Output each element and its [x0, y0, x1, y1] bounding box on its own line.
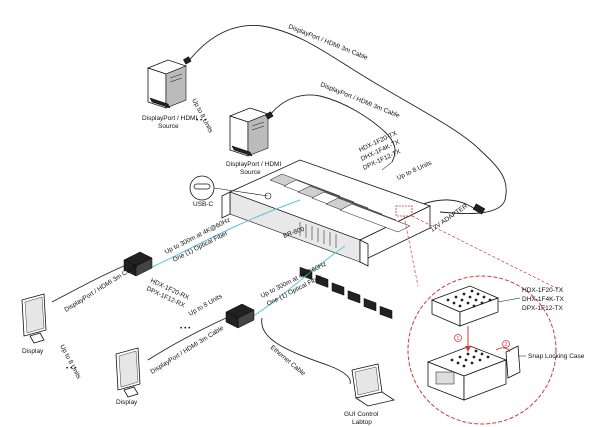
- fiber-cable-upper: [149, 199, 301, 269]
- dots-displays: • • •: [66, 365, 77, 372]
- adapter-cable: [419, 199, 481, 213]
- display-cable-upper: [51, 265, 125, 303]
- display-cable-label-upper: DisplayPort / HDMI 3m Cable: [63, 263, 139, 314]
- source-mid-label-line1: DisplayPort / HDMI: [226, 161, 281, 168]
- chassis-slots: [269, 173, 411, 233]
- adapter-label: 12V ADAPTER: [429, 203, 469, 234]
- laptop: [351, 363, 395, 407]
- display-cable-lower: [147, 317, 227, 361]
- source-pc-mid: [228, 107, 270, 157]
- lock-arrow: [495, 347, 511, 353]
- step-2-number: 2: [505, 342, 508, 348]
- detail-model-2: DHX-1F4K-TX: [522, 296, 565, 303]
- gui-label-line1: GUI Control: [344, 411, 379, 418]
- usbc-label: USB-C: [193, 201, 214, 208]
- display-cable-label-lower: DisplayPort / HDMI 3m Cable: [149, 325, 225, 376]
- display-upper-label: Display: [22, 348, 44, 355]
- dp-cable-source-top: [187, 24, 507, 215]
- fiber-cable-lower: [249, 245, 346, 319]
- source-mid-label-line2: Source: [240, 169, 261, 176]
- display-upper: [21, 293, 47, 344]
- source-top-label-line1: DisplayPort / HDMI: [142, 115, 197, 122]
- step-1-number: 1: [457, 336, 460, 342]
- insert-arrow-head: [465, 346, 471, 352]
- detail-model-1: HDX-1F20-TX: [522, 287, 564, 294]
- gui-label-line2: Labtop: [352, 419, 372, 426]
- display-lower-label: Display: [116, 399, 138, 406]
- dp-cable-label-top: DisplayPort / HDMI 3m Cable: [287, 23, 369, 61]
- snap-locking-label: Snap Locking Case: [528, 353, 585, 360]
- detail-leader-1: [403, 215, 419, 287]
- usbc-callout: [189, 175, 272, 201]
- rx-unit-upper: [123, 251, 153, 277]
- units-label-displays: Up to 8 Units: [58, 344, 82, 381]
- units-label-tx: Up to 8 Units: [396, 159, 434, 182]
- step-1-badge: [454, 334, 462, 342]
- source-pc-top: [146, 59, 188, 109]
- dp-cable-source-mid: [267, 94, 396, 163]
- source-top-label-line2: Source: [158, 123, 179, 130]
- dp-cable-label-mid: DisplayPort / HDMI 3m Cable: [319, 81, 401, 119]
- dots-rx: • • •: [180, 325, 191, 332]
- tx-modules-rear: [299, 266, 393, 320]
- detail-model-3: DPX-1F12-TX: [522, 305, 563, 312]
- ethernet-cable: [261, 317, 351, 385]
- power-adapter-plug: [472, 203, 486, 215]
- detail-case-bottom: [426, 345, 521, 401]
- detail-module-top: [430, 285, 500, 327]
- display-lower: [115, 347, 141, 398]
- dp-plug-mid: [265, 111, 274, 120]
- units-label-rx: Up to 8 Units: [188, 293, 225, 318]
- dots-sources: • • •: [196, 117, 207, 124]
- detail-model-leader: [497, 297, 521, 303]
- detail-leader-2: [411, 215, 561, 291]
- dp-plug-top: [183, 56, 192, 65]
- rx-unit-lower: [225, 303, 255, 329]
- step-2-badge: [502, 340, 510, 348]
- tx-dp-cable-1: [381, 161, 393, 171]
